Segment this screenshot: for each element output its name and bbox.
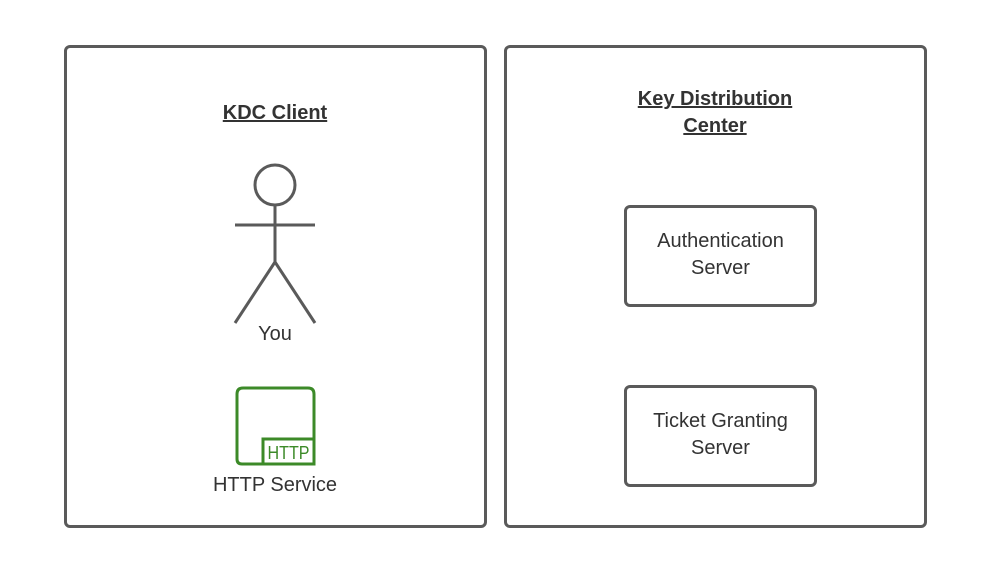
kdc-client-container [64,45,487,528]
label-line: Authentication [657,230,784,252]
authentication-server-label: Authentication Server [624,228,817,282]
label-line: Ticket Granting [653,410,788,432]
kdc-title-line2: Center [683,115,747,137]
ticket-granting-server-label: Ticket Granting Server [624,408,817,462]
actor-label: You [258,323,292,345]
http-service-label: HTTP Service [212,474,338,496]
kdc-title-line1: Key Distribution [637,88,793,110]
label-line: Server [691,257,750,279]
kdc-container [504,45,927,528]
kdc-title: Key Distribution Center [505,86,925,140]
label-line: Server [691,437,750,459]
http-icon-text: HTTP [268,443,310,463]
kdc-client-title: KDC Client [222,102,328,124]
ticket-granting-server-box [624,385,817,487]
authentication-server-box [624,205,817,307]
